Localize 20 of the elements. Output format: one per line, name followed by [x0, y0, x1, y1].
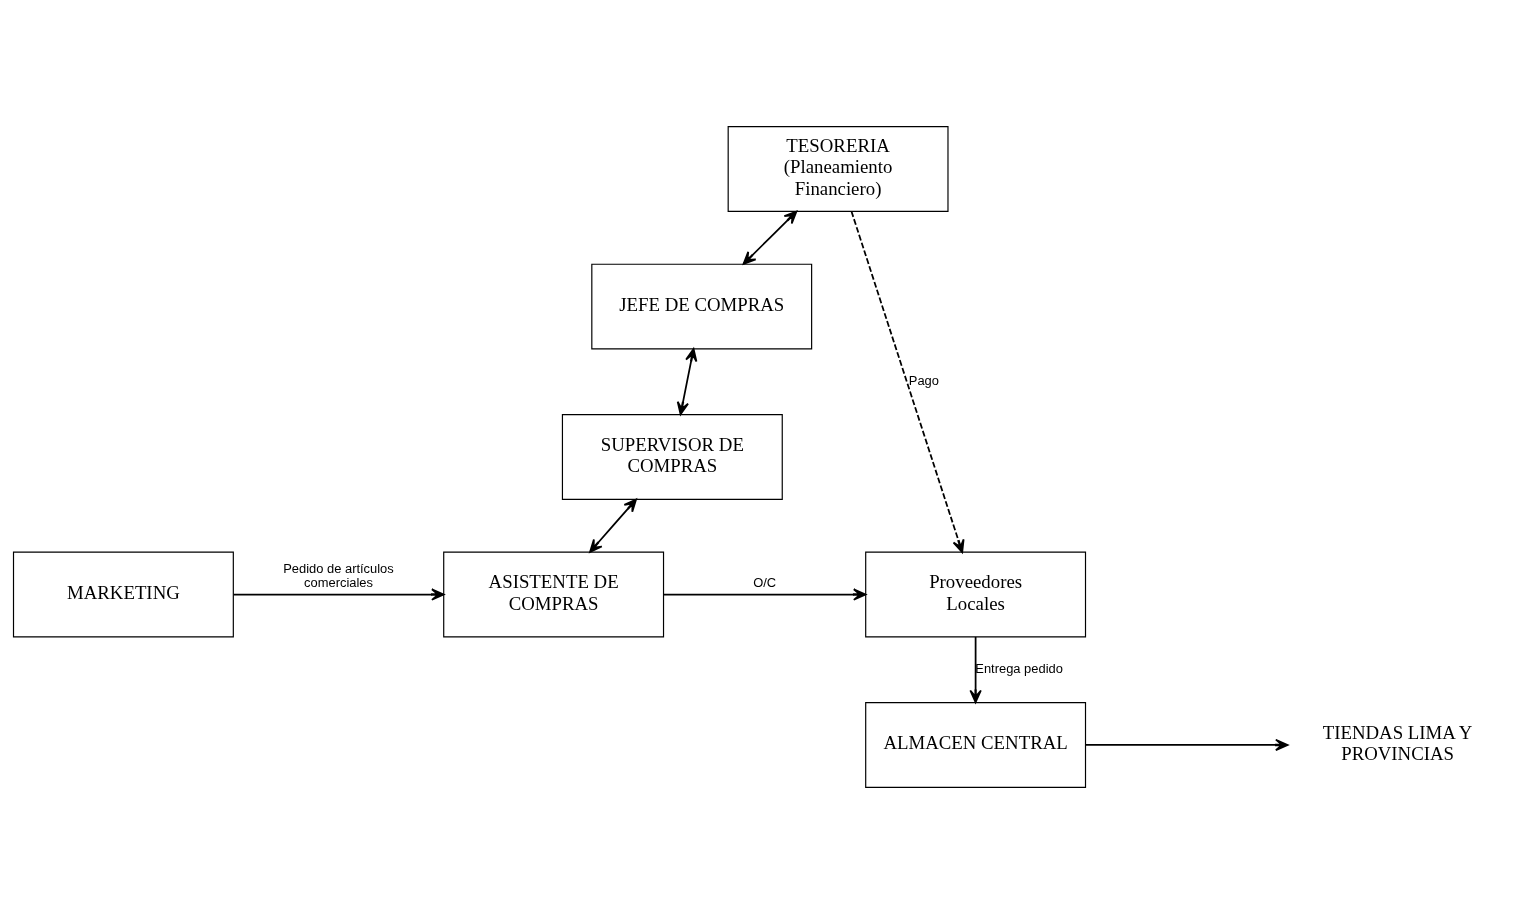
node-box: SUPERVISOR DE COMPRAS — [561, 413, 783, 500]
arrow — [1084, 738, 1289, 751]
arrow — [850, 210, 965, 553]
arrow — [663, 587, 867, 601]
edge-label: Pedido de artículos comerciales — [283, 560, 394, 590]
node-box: JEFE DE COMPRAS — [591, 263, 813, 349]
edge-label: Entrega pedido — [975, 660, 1063, 676]
arrow — [589, 498, 637, 553]
node-box: ASISTENTE DE COMPRAS — [443, 551, 665, 637]
arrow — [742, 210, 798, 265]
node-box: ALMACEN CENTRAL — [865, 701, 1087, 788]
arrow — [232, 587, 445, 601]
node-box: MARKETING — [12, 551, 234, 637]
node-box: TESORERIA (Planeamiento Financiero) — [727, 125, 949, 212]
arrow — [969, 635, 982, 703]
node-box: Proveedores Locales — [865, 551, 1087, 637]
edge-label: O/C — [753, 574, 777, 590]
edge-label: Pago — [908, 372, 939, 388]
arrow — [676, 347, 698, 415]
node-text: TIENDAS LIMA Y PROVINCIAS — [1322, 721, 1473, 764]
